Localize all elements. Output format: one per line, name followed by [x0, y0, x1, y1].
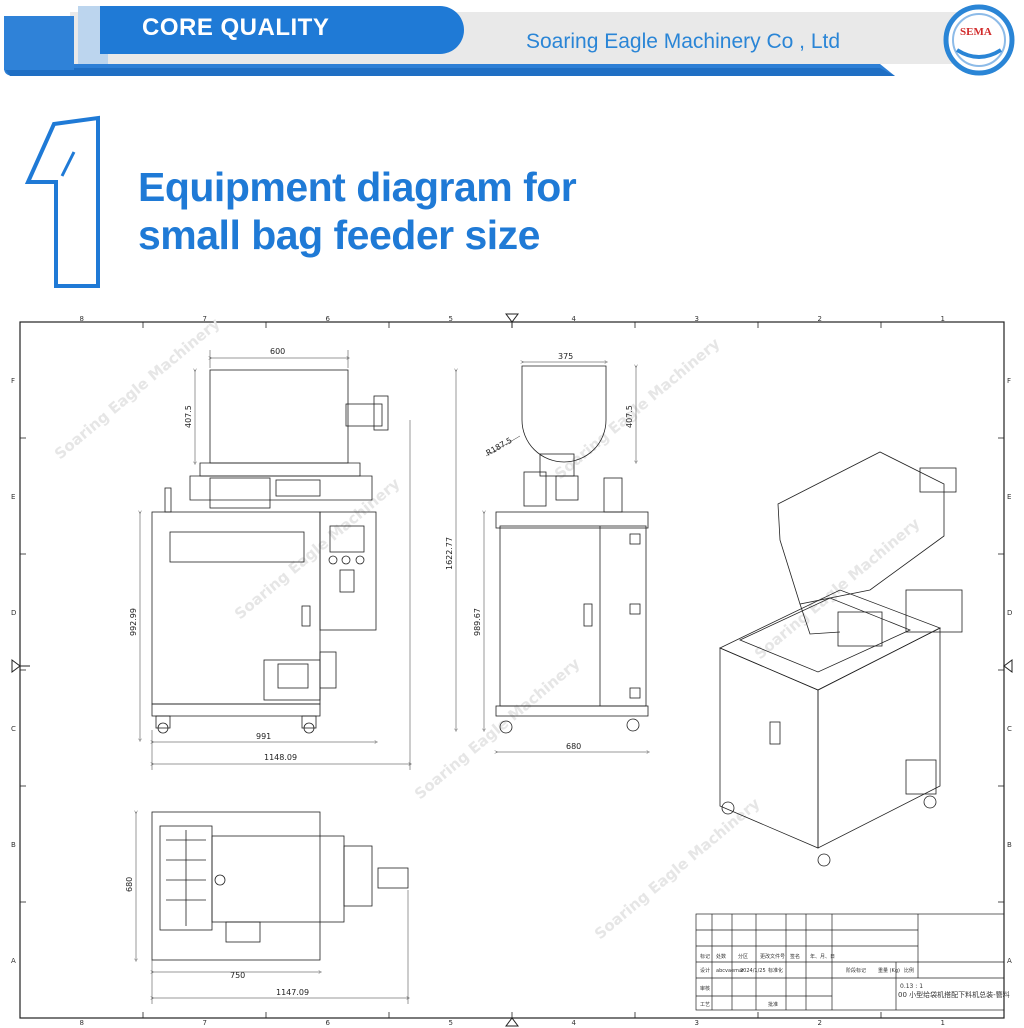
dim-side-body-height: 989.67	[473, 608, 482, 636]
svg-text:Soaring Eagle Machinery: Soaring Eagle Machinery	[551, 334, 723, 483]
grid-column-label: 7	[203, 315, 207, 323]
grid-row-label: C	[1007, 725, 1012, 733]
grid-row-label: B	[11, 841, 16, 849]
grid-row-label: D	[1007, 609, 1012, 617]
section-title: Equipment diagram for small bag feeder s…	[138, 163, 577, 259]
dim-top-overall-width: 1147.09	[276, 988, 309, 997]
title-block-drawing-title: 00 小型给袋机搭配下料机总装-簪料	[898, 990, 1010, 999]
svg-text:Soaring Eagle Machinery: Soaring Eagle Machinery	[591, 794, 763, 943]
svg-text:批准: 批准	[768, 1001, 778, 1008]
company-name: Soaring Eagle Machinery Co , Ltd	[526, 30, 841, 53]
dim-front-body-height: 992.99	[129, 608, 138, 636]
svg-text:处数: 处数	[716, 953, 726, 960]
dim-side-hopper-radius: R187.5	[485, 436, 514, 458]
grid-column-label: 5	[449, 315, 453, 323]
svg-text:Soaring Eagle Machinery: Soaring Eagle Machinery	[51, 314, 223, 463]
svg-text:标记: 标记	[700, 953, 710, 960]
side-view	[495, 365, 649, 734]
grid-column-label: 8	[80, 315, 84, 323]
front-view	[151, 369, 389, 734]
dim-side-hopper-height: 407.5	[625, 405, 634, 428]
title-block	[695, 913, 1005, 1011]
section-title-line1: Equipment diagram for	[138, 164, 577, 210]
svg-text:标准化: 标准化	[768, 967, 783, 974]
grid-column-label: 6	[326, 1019, 331, 1027]
title-block-scale: 0.13 : 1	[900, 983, 923, 990]
svg-text:签名: 签名	[790, 953, 800, 960]
grid-row-label: A	[1007, 957, 1012, 965]
grid-column-label: 4	[572, 1019, 577, 1027]
dim-front-base-width: 991	[256, 732, 271, 741]
svg-text:2024/1/25: 2024/1/25	[740, 968, 766, 974]
grid-column-label: 1	[941, 1019, 945, 1027]
svg-text:审核: 审核	[700, 985, 710, 992]
company-logo	[943, 4, 1015, 76]
svg-text:分区: 分区	[738, 953, 748, 960]
dim-front-hopper-height: 407.5	[184, 405, 193, 428]
grid-row-label: F	[1007, 377, 1011, 385]
svg-text:比例: 比例	[904, 967, 914, 974]
svg-text:阶段标记: 阶段标记	[846, 967, 866, 974]
grid-column-label: 3	[695, 315, 699, 323]
svg-text:Soaring Eagle Machinery: Soaring Eagle Machinery	[231, 474, 403, 623]
dim-side-base-width: 680	[566, 742, 581, 751]
dim-side-hopper-width: 375	[558, 352, 573, 361]
grid-row-label: B	[1007, 841, 1012, 849]
svg-text:年、月、日: 年、月、日	[810, 953, 835, 960]
grid-column-label: 2	[818, 1019, 822, 1027]
svg-text:重量 (Kg): 重量 (Kg)	[878, 967, 900, 974]
grid-row-label: E	[11, 493, 15, 501]
grid-column-label: 1	[941, 315, 945, 323]
grid-column-label: 4	[572, 315, 577, 323]
header-badge	[100, 6, 464, 54]
grid-row-label: D	[11, 609, 16, 617]
svg-text:设计: 设计	[700, 967, 710, 974]
grid-row-label: A	[11, 957, 16, 965]
dim-top-base-width: 750	[230, 971, 245, 980]
grid-row-label: F	[11, 377, 15, 385]
top-view	[151, 811, 409, 961]
dim-front-hopper-width: 600	[270, 347, 285, 356]
grid-column-label: 2	[818, 315, 822, 323]
svg-text:更改文件号: 更改文件号	[760, 953, 785, 960]
grid-column-label: 6	[326, 315, 331, 323]
grid-row-label: C	[11, 725, 16, 733]
svg-text:Soaring Eagle Machinery: Soaring Eagle Machinery	[751, 514, 923, 663]
header-badge-label: CORE QUALITY	[142, 14, 330, 41]
dim-front-overall-width: 1148.09	[264, 753, 297, 762]
logo-text: SEMA	[960, 26, 992, 38]
grid-column-label: 5	[449, 1019, 453, 1027]
grid-column-label: 8	[80, 1019, 84, 1027]
svg-text:工艺: 工艺	[700, 1002, 710, 1008]
grid-column-label: 7	[203, 1019, 207, 1027]
grid-column-label: 3	[695, 1019, 699, 1027]
svg-text:Soaring Eagle Machinery: Soaring Eagle Machinery	[411, 654, 583, 803]
dim-top-depth: 680	[125, 877, 134, 892]
grid-row-label: E	[1007, 493, 1011, 501]
isometric-view	[719, 451, 963, 867]
dim-side-overall-height: 1622.77	[445, 537, 454, 570]
section-title-line2: small bag feeder size	[138, 212, 540, 258]
section-number-graphic	[24, 115, 100, 288]
svg-text:abcvaemar: abcvaemar	[716, 968, 745, 974]
